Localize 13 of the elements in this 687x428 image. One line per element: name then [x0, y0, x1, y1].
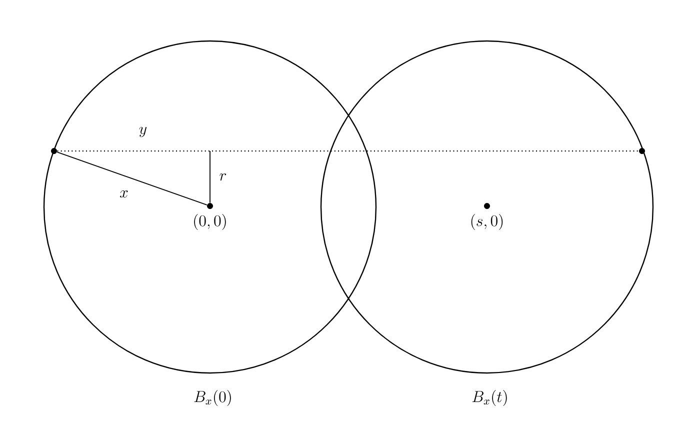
point-label: $(0,0)$: [194, 214, 226, 230]
point: [51, 148, 57, 154]
point: [639, 148, 645, 154]
line: [57, 150, 639, 152]
line: [56, 152, 208, 206]
ball-label: $B_x(0)$: [194, 390, 231, 406]
point-label: $(s,0)$: [471, 214, 503, 230]
edge-label: $x$: [120, 190, 128, 198]
point: [484, 203, 490, 209]
edge-label: $y$: [139, 126, 147, 138]
point: [207, 203, 213, 209]
ball-label: $B_x(t)$: [472, 390, 507, 406]
edge-label: $r$: [220, 173, 226, 181]
